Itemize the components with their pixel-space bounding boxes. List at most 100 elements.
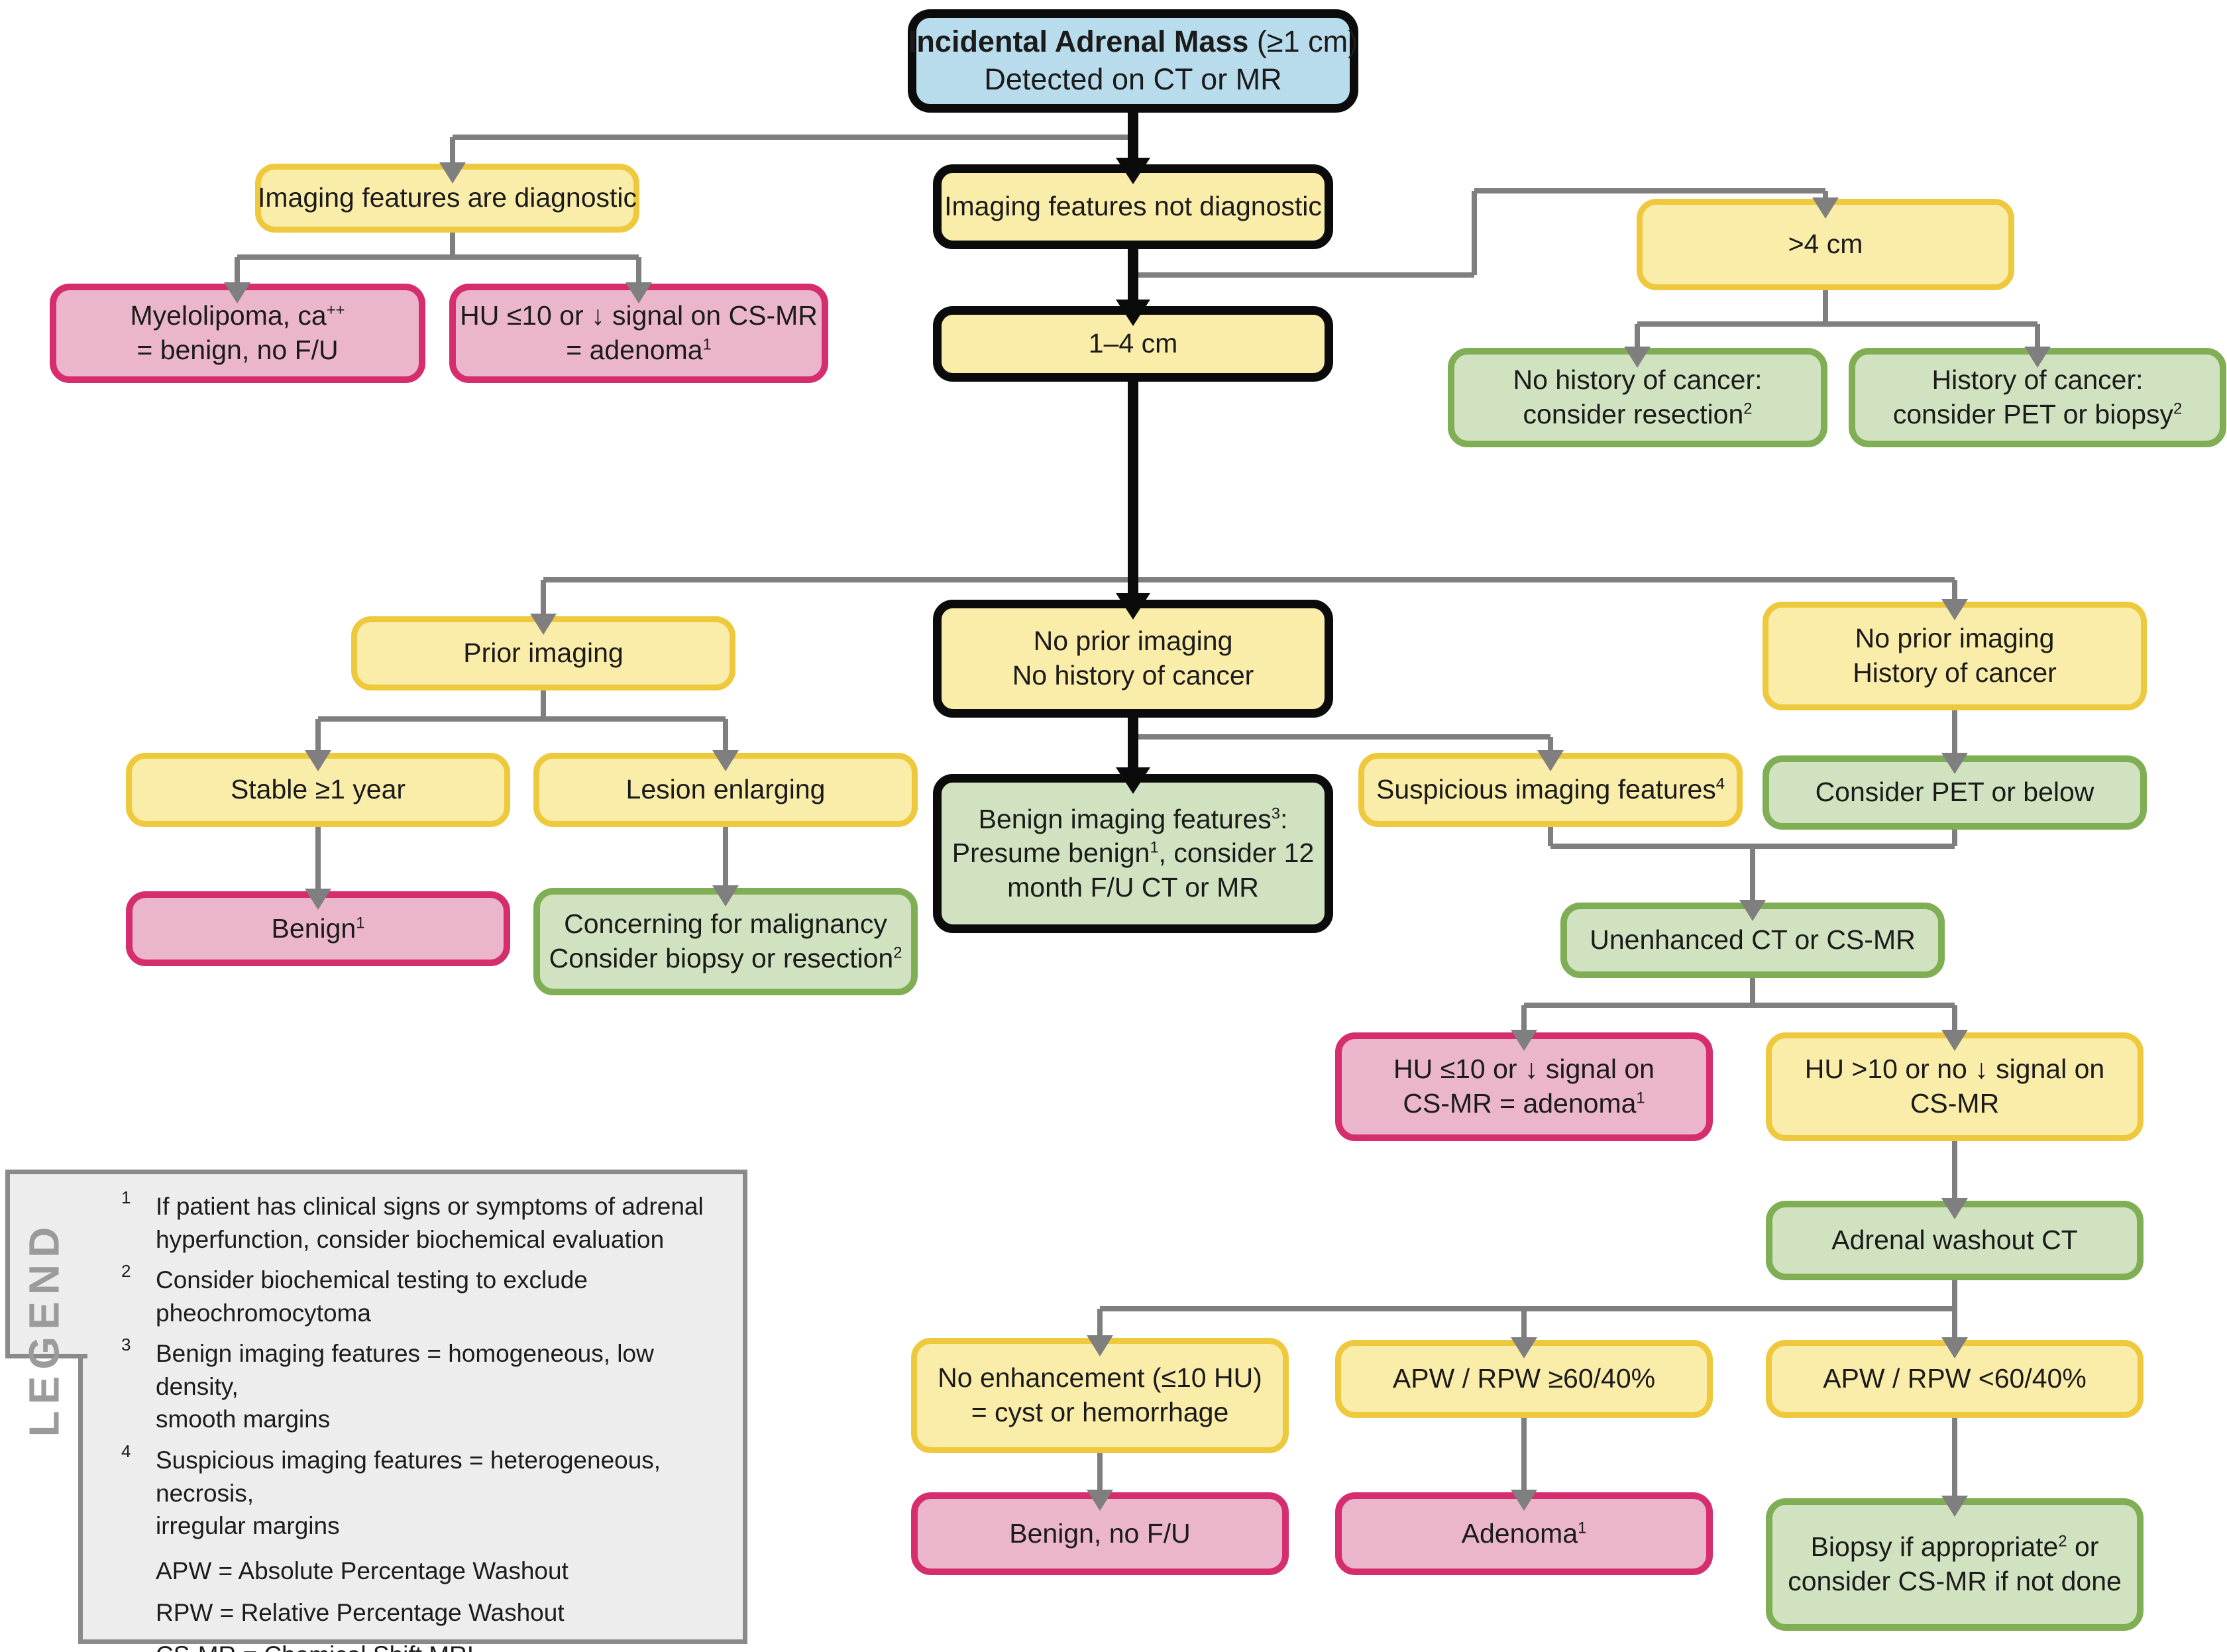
flow-line [1097,1453,1103,1494]
legend-note-line: Benign imaging features = homogeneous, l… [156,1340,654,1400]
node-text-line: Benign, no F/U [1009,1517,1191,1549]
node-text-line: Imaging features are diagnostic [257,182,637,213]
node-text-line: No history of cancer: [1513,364,1763,396]
arrowhead-icon [1511,1337,1537,1358]
flow-line [1952,580,1957,603]
flow-line [723,827,728,889]
legend-abbrev-line: CS-MR = Chemical Shift MRI [156,1639,719,1652]
node-text-line: Consider PET or below [1815,777,2094,808]
node-text-line: History of cancer [1853,657,2057,688]
flow-line [1635,324,1640,349]
node-text-line: Suspicious imaging features4 [1376,774,1725,805]
flow-line [1823,191,1828,200]
node-consider-pet: Consider PET or below [1763,755,2147,830]
legend-note-number: 4 [121,1441,131,1462]
flow-line [541,580,546,618]
flow-line [1521,1005,1527,1034]
node-text-line: HU ≤10 or ↓ signal on CS-MR [460,300,818,331]
node-text-line: month F/U CT or MR [1007,871,1259,903]
node-text-line: CS-MR [1910,1088,2000,1119]
node-text-line: APW / RPW ≥60/40% [1392,1363,1656,1394]
node-text-line: CS-MR = adenoma1 [1403,1088,1645,1119]
flow-line [543,577,1955,582]
node-no-enhancement: No enhancement (≤10 HU)= cyst or hemorrh… [911,1338,1289,1453]
flow-line [1128,382,1138,601]
legend-note-line: smooth margins [156,1405,331,1433]
node-text-line: Incidental Adrenal Mass (≥1 cm) [908,25,1358,59]
flow-line [636,257,641,285]
legend-note-number: 1 [121,1187,131,1207]
arrowhead-icon [2024,347,2051,368]
flow-line [1952,710,1957,757]
node-text-line: Stable ≥1 year [230,774,406,805]
flow-line [1133,734,1550,740]
flow-line [1524,1003,1955,1008]
node-text-line: HU >10 or no ↓ signal on [1804,1054,2105,1085]
node-benign-features: Benign imaging features3: Presume benign1… [933,774,1333,933]
arrowhead-icon [1116,593,1150,620]
legend-note-line: Consider biochemical testing to exclude … [156,1266,588,1327]
node-benign-nofu: Benign, no F/U [911,1492,1289,1575]
node-text-line: History of cancer: [1931,364,2144,396]
legend-tab [5,1170,87,1358]
node-text-line: APW / RPW <60/40% [1823,1363,2087,1394]
node-text-line: = cyst or hemorrhage [971,1397,1229,1427]
arrowhead-icon [1941,1496,1968,1517]
legend-note-number: 2 [121,1261,131,1282]
node-lesion-enlarging: Lesion enlarging [533,753,918,827]
arrowhead-icon [1116,300,1150,326]
node-text-line: Concerning for malignancy [564,909,887,940]
flow-line [1521,1309,1527,1341]
flow-line [453,135,1133,140]
flow-line [1952,830,1957,846]
node-myelolipoma: Myelolipoma, ca++= benign, no F/U [50,284,425,383]
flow-line [1637,321,2037,327]
flow-line [1952,1418,1957,1500]
flow-line [1128,110,1138,166]
node-text-line: No prior imaging [1855,623,2055,654]
flow-line [235,257,240,285]
node-text-line: Presume benign1, consider 12 [951,838,1315,869]
flow-line [1474,188,1825,193]
node-text-line: HU ≤10 or ↓ signal on [1393,1054,1655,1085]
flow-line [1472,191,1477,275]
arrowhead-icon [1087,1490,1113,1511]
arrowhead-icon [1941,599,1968,620]
flow-line [2035,324,2040,349]
flow-line [1952,1141,1957,1202]
flow-line [318,716,726,722]
flow-line [450,233,455,257]
flow-line [1521,1418,1527,1494]
node-text-line: >4 cm [1788,229,1863,260]
flow-line [1097,1309,1103,1339]
node-gt4cm: >4 cm [1637,199,2014,290]
arrowhead-icon [625,282,652,303]
arrowhead-icon [1511,1490,1537,1511]
arrowhead-icon [1941,1198,1968,1219]
flow-line [1750,846,1755,904]
node-text-line: No enhancement (≤10 HU) [938,1362,1262,1394]
flow-line [1750,978,1755,1005]
node-text-line: Myelolipoma, ca++ [130,300,345,331]
legend-abbrev-line: APW = Absolute Percentage Washout [156,1557,569,1584]
legend-note-line: If patient has clinical signs or symptom… [156,1193,704,1220]
node-apw-ge: APW / RPW ≥60/40% [1335,1340,1713,1418]
node-text-line: Detected on CT or MR [984,62,1282,96]
node-text-line: Benign imaging features3: [978,803,1288,834]
node-text-line: = adenoma1 [566,335,712,365]
arrowhead-icon [1812,197,1839,219]
legend-note-line: irregular margins [156,1512,340,1540]
arrowhead-icon [1511,1030,1537,1051]
arrowhead-icon [1116,767,1150,794]
node-text-line: Lesion enlarging [625,774,826,805]
flow-line [723,719,728,754]
arrowhead-icon [305,750,331,771]
flow-line [1952,1309,1957,1341]
arrowhead-icon [1116,158,1150,184]
arrowhead-icon [1537,750,1564,771]
legend-note: 2 Consider biochemical testing to exclude… [121,1261,719,1329]
node-text-line: consider PET or biopsy2 [1892,399,2183,429]
